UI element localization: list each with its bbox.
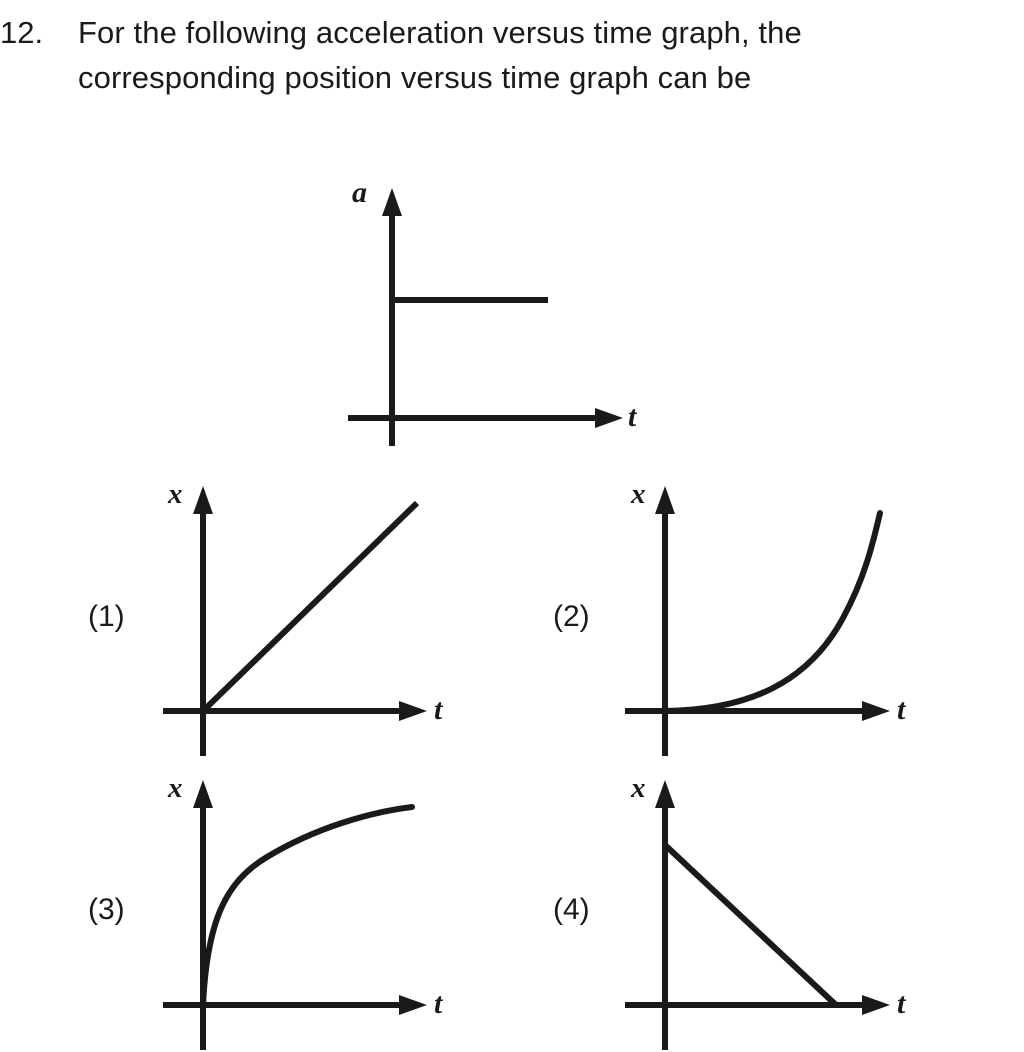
option-label-3: (3) bbox=[88, 893, 125, 926]
option-4-svg bbox=[625, 780, 890, 1050]
y-axis-label: x bbox=[168, 772, 183, 804]
acceleration-time-svg bbox=[348, 188, 623, 446]
y-axis bbox=[655, 780, 675, 1050]
question-number: 12. bbox=[0, 15, 44, 50]
option-2-svg bbox=[625, 486, 890, 756]
option-2-graph: x t bbox=[618, 478, 928, 758]
y-axis bbox=[193, 780, 213, 1050]
x-axis-label: t bbox=[628, 400, 637, 433]
y-axis-label: a bbox=[352, 176, 367, 209]
position-curve-parabolic bbox=[662, 510, 883, 714]
x-axis bbox=[348, 408, 623, 428]
option-label-4: (4) bbox=[553, 893, 590, 926]
question-text: For the following acceleration versus ti… bbox=[78, 15, 802, 95]
y-axis-label: x bbox=[631, 478, 646, 510]
x-axis-label: t bbox=[434, 693, 443, 726]
x-axis-label: t bbox=[897, 987, 906, 1020]
option-1-graph: x t bbox=[155, 478, 465, 758]
x-axis bbox=[625, 995, 890, 1015]
position-line-linear bbox=[200, 500, 420, 714]
question-block: 12. For the following acceleration versu… bbox=[0, 10, 1024, 100]
y-axis-label: x bbox=[631, 772, 646, 804]
y-axis bbox=[382, 188, 402, 446]
y-axis bbox=[193, 486, 213, 756]
option-label-2: (2) bbox=[553, 600, 590, 633]
acceleration-time-graph: a t bbox=[340, 176, 660, 448]
x-axis-label: t bbox=[897, 693, 906, 726]
option-1-svg bbox=[163, 486, 427, 756]
position-curve-logarithmic bbox=[200, 804, 415, 1008]
option-3-graph: x t bbox=[155, 772, 465, 1052]
y-axis-label: x bbox=[168, 478, 183, 510]
option-3-svg bbox=[163, 780, 427, 1050]
option-4-graph: x t bbox=[618, 772, 928, 1052]
position-line-decreasing bbox=[662, 842, 839, 1008]
x-axis-label: t bbox=[434, 987, 443, 1020]
option-label-1: (1) bbox=[88, 600, 125, 633]
y-axis bbox=[655, 486, 675, 756]
